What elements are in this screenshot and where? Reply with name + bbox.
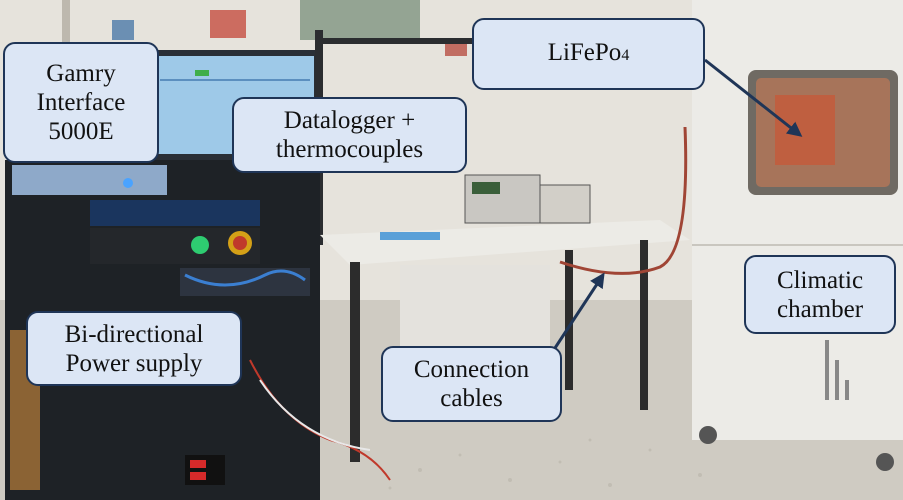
floor-speckle xyxy=(388,438,702,490)
gamry-label-line-2: Interface xyxy=(36,89,126,116)
battery-subscript: 4 xyxy=(621,47,630,64)
battery-label-text: LiFePo4 xyxy=(547,39,630,66)
datalogger-label-line-2: thermocouples xyxy=(275,136,424,163)
rack-panel-blue xyxy=(90,200,260,226)
lab-table-top xyxy=(320,220,690,265)
chamber-label-line-1: Climatic xyxy=(776,266,864,294)
datalogger-label-line-1: Datalogger + xyxy=(283,107,416,134)
power-supply-label: Bi-directional Power supply xyxy=(26,311,242,386)
cables-label: Connection cables xyxy=(381,346,562,422)
power-supply-label-line-2: Power supply xyxy=(65,349,203,377)
power-supply-label-line-1: Bi-directional xyxy=(64,320,204,348)
wall-pipe xyxy=(62,0,70,60)
cables-label-line-1: Connection xyxy=(413,356,530,383)
wall-socket-blue xyxy=(112,20,134,40)
gamry-label-line-3: 5000E xyxy=(48,118,114,145)
gamry-label-line-1: Gamry xyxy=(46,60,116,87)
battery-label: LiFePo4 xyxy=(472,18,705,90)
connection-cable xyxy=(559,126,688,275)
datalogger-label: Datalogger + thermocouples xyxy=(232,97,467,173)
cables-arrow xyxy=(553,272,605,349)
chamber-label-line-2: chamber xyxy=(776,295,864,323)
green-power-button xyxy=(191,236,209,254)
gamry-instrument xyxy=(12,165,167,195)
table-drawer xyxy=(400,265,550,355)
chamber-label: Climatic chamber xyxy=(744,255,896,334)
climatic-chamber xyxy=(692,0,903,440)
wall-socket-red xyxy=(210,10,246,38)
emergency-stop-button xyxy=(233,236,247,250)
cables-label-line-2: cables xyxy=(440,385,503,412)
battery-arrow xyxy=(704,58,803,137)
gamry-label: Gamry Interface 5000E xyxy=(3,42,159,163)
power-meter-device xyxy=(539,184,591,224)
